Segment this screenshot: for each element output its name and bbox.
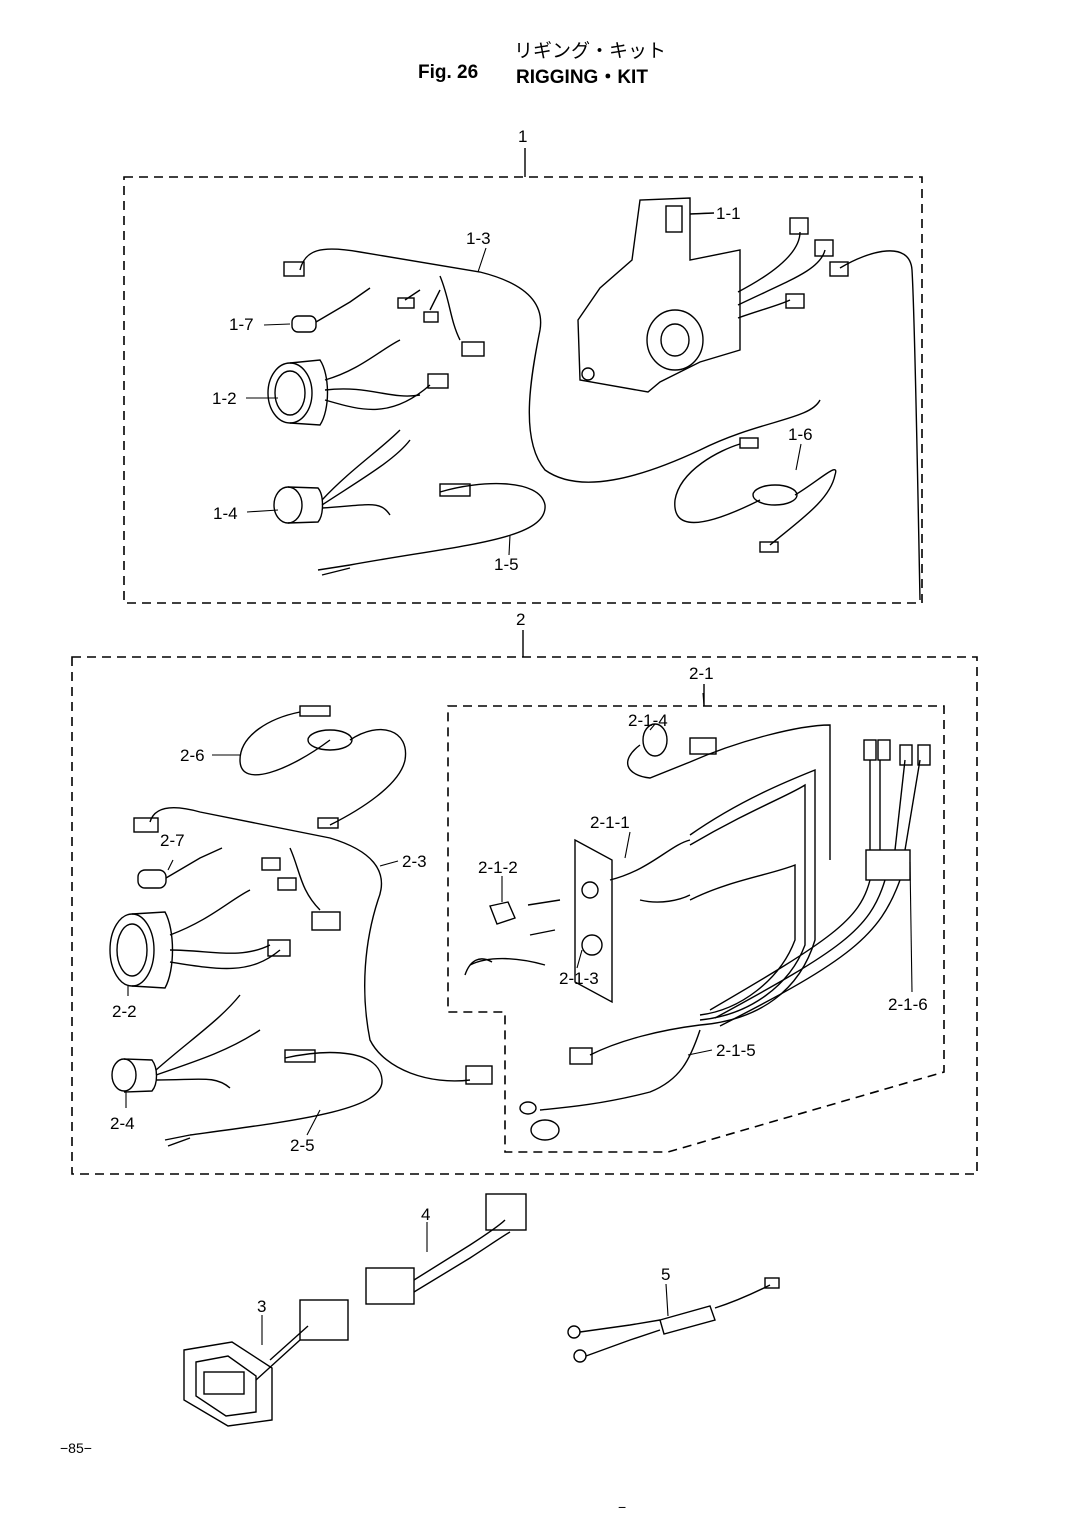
part-4-harness: [365, 1193, 527, 1305]
gauge-1-2: [267, 339, 449, 426]
label-3: 3: [257, 1297, 267, 1316]
label-2: 2: [516, 610, 526, 629]
label-5: 5: [661, 1265, 671, 1284]
title-english: RIGGING・KIT: [516, 67, 648, 88]
label-1-3: 1-3: [466, 229, 491, 248]
label-1-7: 1-7: [229, 315, 254, 334]
remote-control-box: [577, 197, 741, 393]
label-2-6: 2-6: [180, 746, 205, 765]
label-1-5: 1-5: [494, 555, 519, 574]
footer-mark: −: [618, 1499, 627, 1515]
terminal-bundle-2-1-6: [709, 739, 931, 1027]
buzzer-2-1-4: [627, 723, 831, 860]
label-2-2: 2-2: [112, 1002, 137, 1021]
label-1-4: 1-4: [213, 504, 238, 523]
label-2-4: 2-4: [110, 1114, 135, 1133]
group-1-box: [123, 148, 923, 604]
label-2-1-4: 2-1-4: [628, 711, 668, 730]
harness-1-5: [317, 482, 546, 576]
gauge-1-4: [273, 429, 411, 524]
leader-lines: [125, 212, 913, 1345]
gauge-2-2: [109, 889, 291, 989]
label-1-1: 1-1: [716, 204, 741, 223]
label-2-3: 2-3: [402, 852, 427, 871]
label-2-1-5: 2-1-5: [716, 1041, 756, 1060]
label-1-6: 1-6: [788, 425, 813, 444]
label-2-1-1: 2-1-1: [590, 813, 630, 832]
wire-2-6: [239, 705, 407, 829]
switch-panel-2-1-1: [519, 768, 816, 1141]
label-1: 1: [518, 127, 528, 146]
group-2-box: [71, 630, 978, 1175]
key-lanyard-2-1-2: [464, 899, 561, 976]
label-2-1-3: 2-1-3: [559, 969, 599, 988]
label-4: 4: [421, 1205, 431, 1224]
label-2-5: 2-5: [290, 1136, 315, 1155]
page-number: −85−: [60, 1440, 92, 1456]
figure-number: Fig. 26: [418, 62, 479, 83]
label-2-1-2: 2-1-2: [478, 858, 518, 877]
main-harness-2: [133, 806, 493, 1085]
label-2-1-6: 2-1-6: [888, 995, 928, 1014]
harness-2-5: [164, 1049, 383, 1147]
label-2-7: 2-7: [160, 831, 185, 850]
wire-2-7: [137, 847, 223, 889]
part-3-panel: [183, 1299, 349, 1427]
wire-1-6: [674, 437, 837, 553]
label-1-2: 1-2: [212, 389, 237, 408]
label-2-1: 2-1: [689, 664, 714, 683]
part-5-wire: [567, 1277, 780, 1363]
remote-control-harness: [737, 217, 921, 601]
wire-1-7: [291, 287, 371, 333]
title-japanese: リギング・キット: [514, 40, 667, 62]
main-harness-1: [283, 248, 821, 483]
gauge-2-4: [111, 994, 261, 1093]
